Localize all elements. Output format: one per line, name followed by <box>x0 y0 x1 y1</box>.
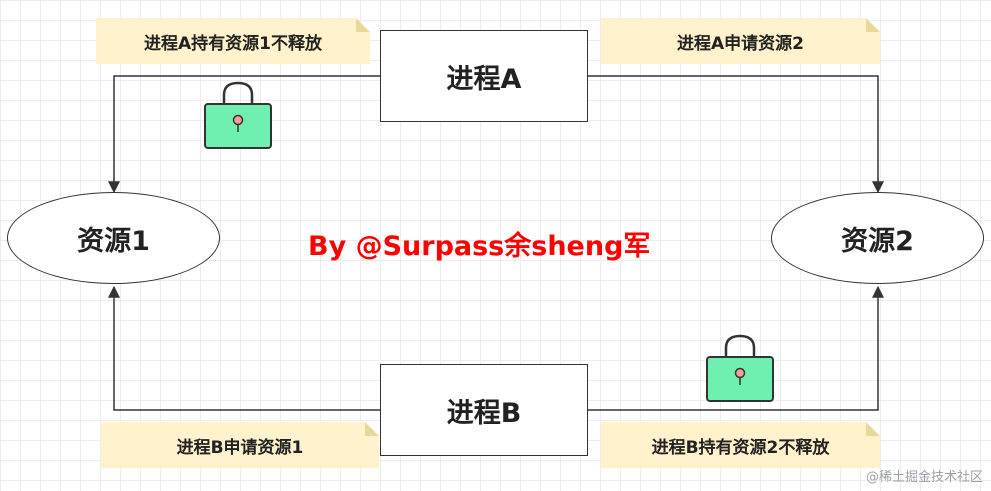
edge-a-to-resource1 <box>108 75 380 194</box>
resource-2-ellipse: 资源2 <box>771 192 984 284</box>
process-b-box: 进程B <box>380 364 588 456</box>
note-b-requests-resource1: 进程B申请资源1 <box>101 422 379 468</box>
note-b-holds-resource2: 进程B持有资源2不释放 <box>601 422 880 468</box>
padlock-icon <box>204 81 272 149</box>
author-watermark: By @Surpass余sheng军 <box>308 231 651 262</box>
footer-watermark: @稀土掘金技术社区 <box>865 470 983 485</box>
process-a-box: 进程A <box>380 30 588 122</box>
note-a-holds-resource1: 进程A持有资源1不释放 <box>96 18 370 64</box>
note-a-requests-resource2: 进程A申请资源2 <box>601 18 880 64</box>
resource-1-ellipse: 资源1 <box>7 192 220 284</box>
edge-a-to-resource2 <box>588 75 884 194</box>
edge-b-to-resource2 <box>588 285 884 411</box>
edge-b-to-resource1 <box>108 285 380 411</box>
padlock-icon <box>706 334 774 402</box>
